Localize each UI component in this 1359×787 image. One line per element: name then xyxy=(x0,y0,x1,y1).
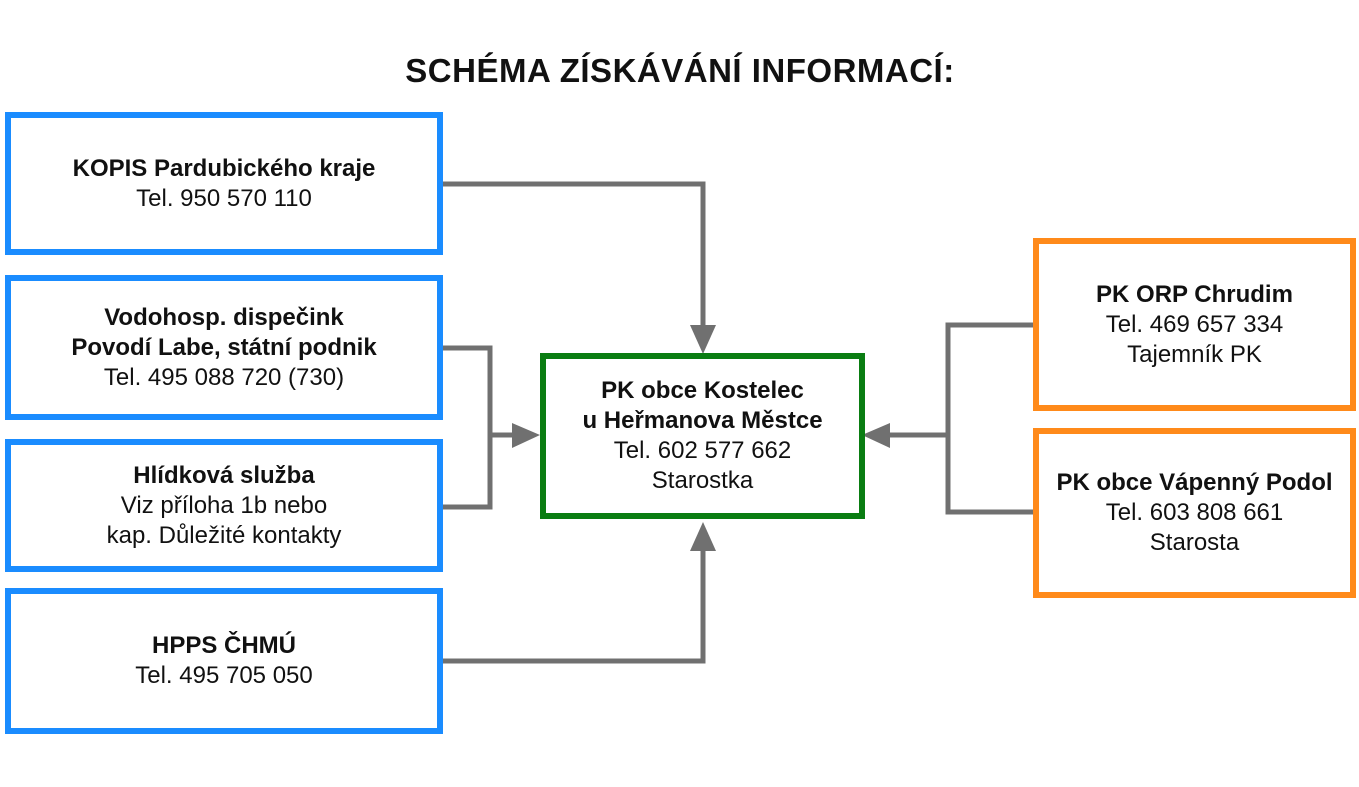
box-vodohosp-name-1: Vodohosp. dispečink xyxy=(104,303,344,331)
box-center-name-2: u Heřmanova Městce xyxy=(582,407,823,434)
box-vapenny-phone: Tel. 603 808 661 xyxy=(1105,499,1284,526)
box-vapenny-podol: PK obce Vápenný Podol Tel. 603 808 661 S… xyxy=(1033,428,1356,598)
box-hlidkova-name: Hlídková služba xyxy=(133,461,315,489)
box-orp-chrudim: PK ORP Chrudim Tel. 469 657 334 Tajemník… xyxy=(1033,238,1356,411)
connector-right-merge xyxy=(945,322,1035,515)
box-hpps-name: HPPS ČHMÚ xyxy=(151,632,296,659)
connector-vodohosp xyxy=(443,345,493,510)
box-hlidkova-line-1: Viz příloha 1b nebo xyxy=(120,491,328,519)
box-orp-name: PK ORP Chrudim xyxy=(1096,280,1293,308)
box-vodohosp-name-2: Povodí Labe, státní podnik xyxy=(71,333,377,361)
box-orp-role: Tajemník PK xyxy=(1127,340,1262,368)
box-center-phone: Tel. 602 577 662 xyxy=(613,437,792,464)
box-vodohosp-phone: Tel. 495 088 720 (730) xyxy=(103,363,345,391)
box-hlidkova-line-2: kap. Důležité kontakty xyxy=(106,521,342,549)
connector-hpps xyxy=(443,548,706,664)
box-kopis: KOPIS Pardubického kraje Tel. 950 570 11… xyxy=(5,112,443,255)
arrowhead-top xyxy=(690,325,716,354)
box-hpps: HPPS ČHMÚ Tel. 495 705 050 xyxy=(5,588,443,734)
connector-kopis xyxy=(443,181,706,330)
arrowhead-bottom xyxy=(690,522,716,551)
box-kopis-phone: Tel. 950 570 110 xyxy=(136,184,312,212)
box-hpps-phone: Tel. 495 705 050 xyxy=(135,662,313,689)
box-center-role: Starostka xyxy=(651,467,754,494)
diagram-title: SCHÉMA ZÍSKÁVÁNÍ INFORMACÍ: xyxy=(405,52,955,89)
arrowhead-right xyxy=(862,423,890,448)
box-vapenny-name: PK obce Vápenný Podol xyxy=(1056,469,1333,496)
box-vodohosp: Vodohosp. dispečink Povodí Labe, státní … xyxy=(5,275,443,420)
box-vapenny-role: Starosta xyxy=(1149,529,1240,556)
box-hlidkova: Hlídková služba Viz příloha 1b nebo kap.… xyxy=(5,439,443,572)
box-kopis-name: KOPIS Pardubického kraje xyxy=(72,154,376,182)
box-orp-phone: Tel. 469 657 334 xyxy=(1105,310,1284,338)
box-center-kostelec: PK obce Kostelec u Heřmanova Městce Tel.… xyxy=(540,353,865,519)
box-center-name-1: PK obce Kostelec xyxy=(601,377,804,404)
arrowhead-left xyxy=(512,423,540,448)
